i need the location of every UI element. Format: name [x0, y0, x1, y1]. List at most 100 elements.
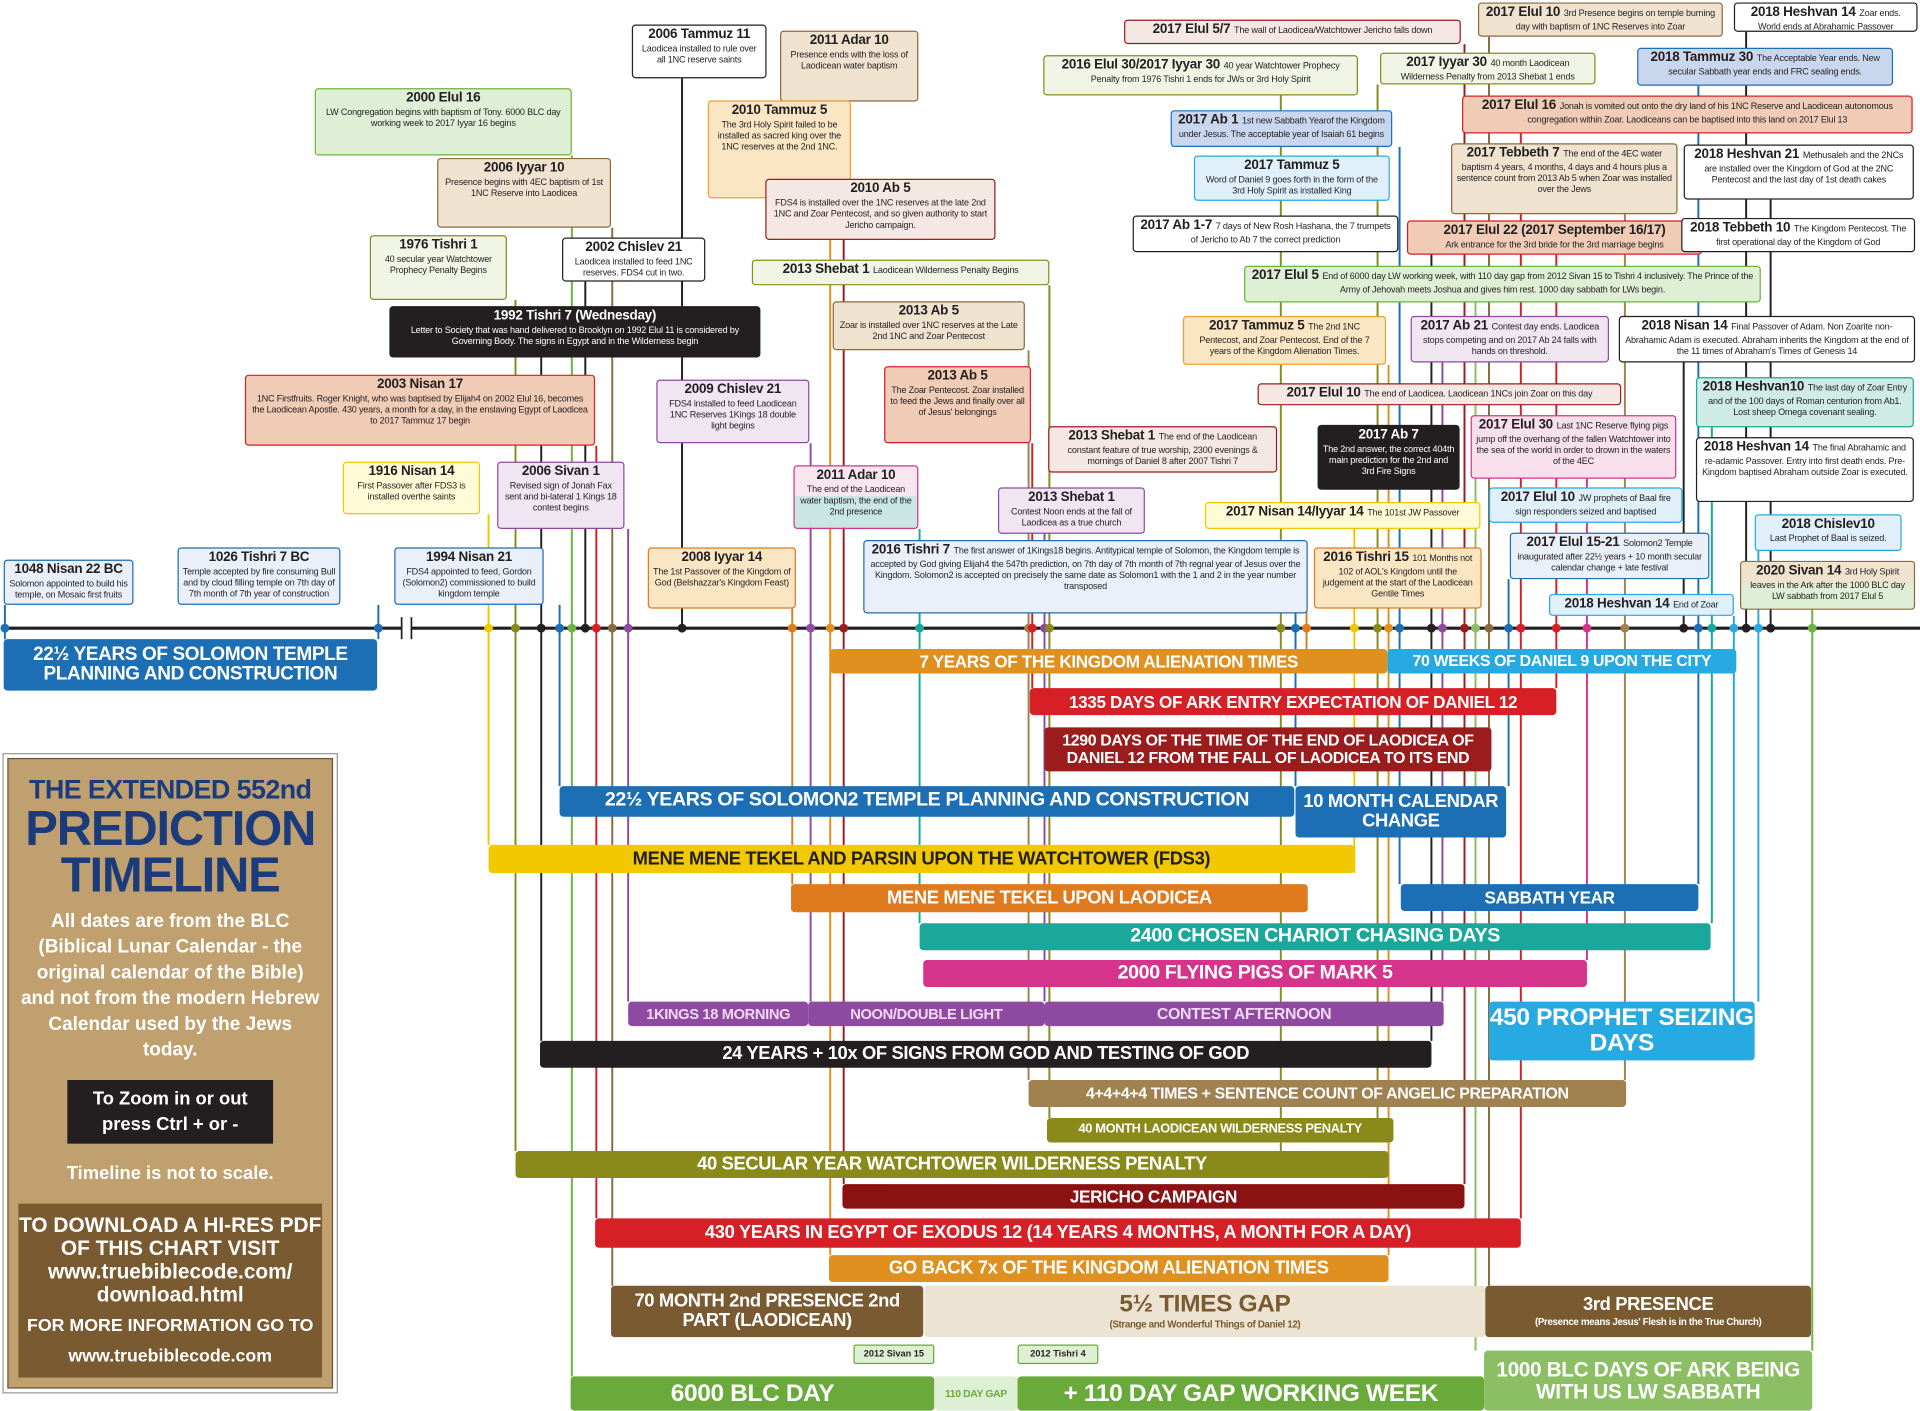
timeline-dot[interactable]	[1384, 623, 1393, 633]
timeline-dot[interactable]	[373, 623, 383, 633]
period-bar[interactable]: 2000 FLYING PIGS OF MARK 5	[923, 960, 1587, 987]
timeline-dot[interactable]	[1438, 623, 1447, 633]
period-bar[interactable]: 4+4+4+4 TIMES + SENTENCE COUNT OF ANGELI…	[1028, 1080, 1627, 1107]
timeline-dot[interactable]	[677, 623, 687, 633]
period-bar[interactable]: NOON/DOUBLE LIGHT	[808, 1001, 1045, 1027]
timeline-dot[interactable]	[1276, 623, 1286, 633]
timeline-dot[interactable]	[1373, 623, 1382, 633]
period-bar[interactable]: 10 MONTH CALENDAR CHANGE	[1295, 786, 1507, 838]
download-link[interactable]: www.truebiblecode.com/ download.html	[47, 1260, 293, 1307]
timeline-dot[interactable]	[806, 623, 816, 633]
timeline-dot[interactable]	[1427, 623, 1436, 633]
timeline-dot[interactable]	[787, 623, 797, 633]
period-bar[interactable]: 450 PROPHET SEIZING DAYS	[1488, 1001, 1755, 1061]
timeline-dot[interactable]	[1620, 623, 1630, 633]
period-bar[interactable]: 1000 BLC DAYS OF ARK BEING WITH US LW SA…	[1484, 1350, 1813, 1411]
period-bar[interactable]: SABBATH YEAR	[1400, 884, 1699, 912]
period-bar[interactable]: JERICHO CAMPAIGN	[842, 1184, 1465, 1209]
period-bar[interactable]: 430 YEARS IN EGYPT OF EXODUS 12 (14 YEAR…	[595, 1218, 1521, 1248]
timeline-dot[interactable]	[1302, 623, 1311, 633]
period-bar[interactable]: GO BACK 7x OF THE KINGDOM ALIENATION TIM…	[828, 1255, 1389, 1283]
timeline-dot[interactable]	[1707, 623, 1717, 633]
event-box[interactable]: 1992 Tishri 7 (Wednesday)Letter to Socie…	[389, 306, 761, 358]
period-bar[interactable]: 3rd PRESENCE(Presence means Jesus' Flesh…	[1485, 1285, 1812, 1338]
timeline-dot[interactable]	[607, 623, 617, 633]
period-bar[interactable]: 22½ YEARS OF SOLOMON2 TEMPLE PLANNING AN…	[559, 786, 1295, 817]
period-bar[interactable]: 1KINGS 18 MORNING	[628, 1001, 809, 1027]
timeline-dot[interactable]	[825, 623, 835, 633]
timeline-dot[interactable]	[839, 623, 849, 633]
period-bar[interactable]: + 110 DAY GAP WORKING WEEK	[1017, 1376, 1485, 1411]
timeline-dot[interactable]	[1516, 623, 1526, 633]
timeline-dot[interactable]	[1679, 623, 1689, 633]
timeline-dot[interactable]	[1291, 623, 1300, 633]
period-bar[interactable]: 70 WEEKS OF DANIEL 9 UPON THE CITY	[1387, 648, 1737, 674]
timeline-dot[interactable]	[1693, 623, 1703, 633]
period-bar[interactable]: 24 YEARS + 10x OF SIGNS FROM GOD AND TES…	[540, 1040, 1432, 1068]
timeline-dot[interactable]	[623, 623, 633, 633]
timeline-dot[interactable]	[0, 623, 10, 633]
period-bar[interactable]: CONTEST AFTERNOON	[1044, 1001, 1444, 1027]
info-link[interactable]: www.truebiblecode.com	[68, 1346, 272, 1367]
event-box[interactable]: 2017 Elul 22 (2017 September 16/17)Ark e…	[1406, 220, 1703, 255]
period-bar[interactable]: 110 DAY GAP	[934, 1376, 1018, 1411]
timeline-dot[interactable]	[1807, 623, 1817, 633]
timeline-dot[interactable]	[536, 623, 546, 633]
timeline-dot[interactable]	[1044, 623, 1054, 633]
timeline-dot[interactable]	[1027, 623, 1037, 633]
timeline-dot[interactable]	[580, 623, 590, 633]
timeline-dot[interactable]	[591, 623, 601, 633]
timeline-dot[interactable]	[1551, 623, 1561, 633]
timeline-dot[interactable]	[1766, 623, 1776, 633]
timeline-dot[interactable]	[1471, 623, 1480, 633]
timeline-dot[interactable]	[1395, 623, 1405, 633]
timeline-dot[interactable]	[1460, 623, 1469, 633]
timeline-dot[interactable]	[1753, 623, 1763, 633]
period-bar[interactable]: 40 SECULAR YEAR WATCHTOWER WILDERNESS PE…	[515, 1151, 1389, 1178]
timeline-dot[interactable]	[555, 623, 565, 633]
period-bar[interactable]: MENE MENE TEKEL AND PARSIN UPON THE WATC…	[488, 844, 1355, 874]
timeline-dot[interactable]	[1504, 623, 1513, 633]
period-bar[interactable]: 5½ TIMES GAP(Strange and Wonderful Thing…	[924, 1285, 1486, 1338]
period-bar[interactable]: 22½ YEARS OF SOLOMON TEMPLE PLANNING AND…	[3, 639, 378, 691]
